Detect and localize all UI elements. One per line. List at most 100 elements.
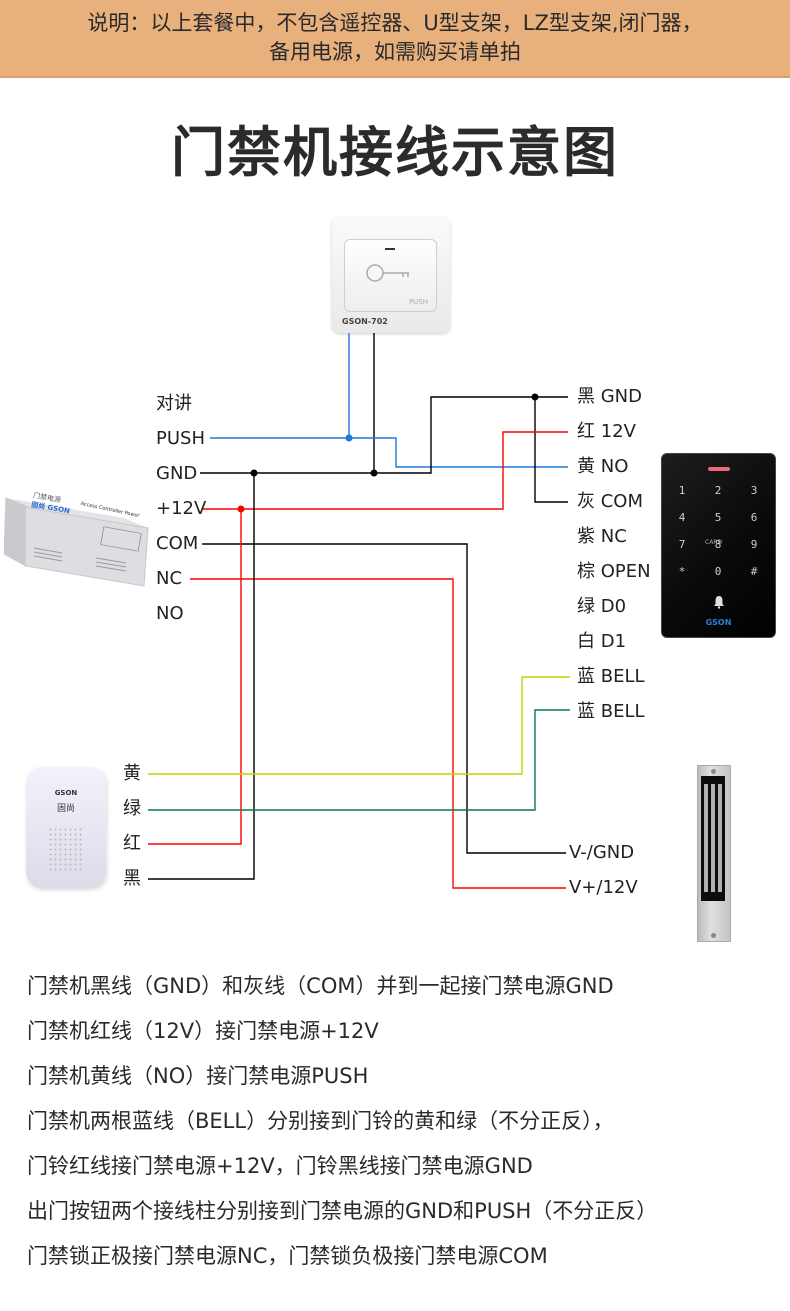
doorbell-brand-cn: 固尚 — [56, 804, 75, 814]
psu-terminal-push: PUSH — [156, 428, 205, 449]
lock-screw — [711, 769, 716, 774]
keypad-key: 6 — [750, 511, 758, 524]
doorbell-wire-yellow: 黄 — [123, 763, 141, 784]
wire-color: 紫 — [577, 526, 595, 547]
wire-color: 黄 — [577, 456, 595, 477]
bell-icon — [714, 596, 724, 609]
keypad-wire-label: 红 12V — [577, 421, 636, 443]
lock-magnet-core — [701, 776, 725, 901]
wire-signal: BELL — [600, 666, 645, 687]
psu-terminal-12v: +12V — [156, 498, 207, 519]
wire-signal: D0 — [600, 596, 627, 617]
keypad-key: 9 — [750, 538, 758, 551]
keypad-wire-label: 蓝 BELL — [577, 666, 645, 688]
wire-signal: NO — [600, 456, 629, 477]
keypad-brand: GSON — [705, 618, 732, 627]
access-keypad-device: 1 2 3 4 5 6 CARD 7 8 9 * 0 # GSON — [661, 453, 776, 638]
wire-color: 绿 — [577, 596, 595, 617]
wire-color: 棕 — [577, 561, 595, 582]
keypad-key: 0 — [714, 565, 722, 578]
wire-color: 黑 — [577, 386, 595, 407]
wire-12v-to-keypad — [202, 431, 568, 510]
wire-doorbell-red — [148, 509, 242, 845]
wire-gnd-to-keypad-gnd — [200, 396, 568, 474]
doorbell-device: GSON 固尚 — [26, 767, 106, 888]
junction-dot — [250, 469, 258, 477]
wire-com-to-lock-gnd — [202, 543, 566, 854]
keypad-key: 7 — [678, 538, 686, 551]
exit-button-plate: PUSH — [344, 239, 437, 312]
exit-button-push-label: PUSH — [408, 298, 428, 306]
notice-line-2: 备用电源，如需购买请单拍 — [269, 40, 521, 64]
psu-terminal-gnd: GND — [156, 463, 198, 484]
wire-doorbell-green — [148, 709, 570, 811]
note-line: 门铃红线接门禁电源+12V，门铃黑线接门禁电源GND — [27, 1154, 533, 1178]
page-title: 门禁机接线示意图 — [171, 121, 619, 184]
exit-button-device: PUSH GSON-702 — [332, 217, 450, 333]
note-line: 门禁机黑线（GND）和灰线（COM）并到一起接门禁电源GND — [27, 974, 614, 998]
keypad-card-reader-label: CARD — [705, 539, 723, 546]
wiring-notes: 门禁机黑线（GND）和灰线（COM）并到一起接门禁电源GND 门禁机红线（12V… — [27, 964, 657, 1279]
keypad-key: 8 — [714, 538, 722, 551]
wire-signal: OPEN — [600, 561, 651, 582]
junction-dot — [237, 505, 245, 513]
doorbell-wire-green: 绿 — [123, 798, 141, 819]
wire-nc-to-lock-12v — [190, 578, 566, 889]
doorbell-brand: GSON — [54, 789, 78, 797]
keypad-wire-label: 蓝 BELL — [577, 701, 645, 723]
psu-terminal-com: COM — [156, 533, 199, 554]
key-icon — [366, 264, 409, 282]
keypad-key: * — [678, 565, 686, 578]
keypad-key: # — [750, 565, 758, 578]
wiring-diagram — [148, 333, 570, 889]
wire-doorbell-yellow — [148, 676, 570, 775]
note-line: 门禁锁正极接门禁电源NC，门禁锁负极接门禁电源COM — [27, 1244, 548, 1268]
doorbell-wire-red: 红 — [123, 833, 141, 854]
wire-signal: COM — [600, 491, 644, 512]
wire-signal: D1 — [600, 631, 627, 652]
keypad-key: 2 — [714, 484, 722, 497]
junction-dot — [345, 434, 353, 442]
keypad-key: 1 — [678, 484, 686, 497]
wire-signal: GND — [600, 386, 643, 407]
doorbell-speaker-grille — [48, 827, 84, 872]
keypad-wire-label: 黄 NO — [577, 456, 628, 478]
exit-button-indicator — [385, 248, 395, 250]
power-supply-vents — [33, 547, 127, 572]
keypad-led — [708, 467, 730, 471]
wire-signal: NC — [600, 526, 627, 547]
wire-color: 红 — [577, 421, 595, 442]
keypad-wire-label: 白 D1 — [577, 631, 626, 653]
psu-terminal-intercom: 对讲 — [156, 393, 192, 414]
note-line: 门禁机黄线（NO）接门禁电源PUSH — [27, 1064, 369, 1088]
wire-color: 白 — [577, 631, 595, 652]
keypad-wire-label: 绿 D0 — [577, 596, 626, 618]
wire-color: 蓝 — [577, 666, 595, 687]
lock-terminal-12v: V+/12V — [569, 877, 638, 898]
keypad-wire-label: 棕 OPEN — [577, 561, 651, 583]
power-supply-device — [4, 497, 149, 587]
notice-line-1: 说明：以上套餐中，不包含遥控器、U型支架，LZ型支架,闭门器， — [87, 11, 703, 35]
lock-magnet-bar — [704, 784, 708, 892]
psu-terminal-no: NO — [156, 603, 184, 624]
keypad-key: 3 — [750, 484, 758, 497]
note-line: 门禁机红线（12V）接门禁电源+12V — [27, 1019, 379, 1043]
exit-button-model: GSON-702 — [342, 317, 388, 326]
psu-terminal-nc: NC — [156, 568, 183, 589]
wire-color: 灰 — [577, 491, 595, 512]
lock-magnet-bar — [711, 784, 715, 892]
note-line: 出门按钮两个接线柱分别接到门禁电源的GND和PUSH（不分正反） — [27, 1199, 658, 1223]
wire-color: 蓝 — [577, 701, 595, 722]
lock-terminal-gnd: V-/GND — [569, 842, 635, 863]
junction-dot — [370, 469, 378, 477]
lock-magnet-bar — [718, 784, 722, 892]
keypad-wire-label: 灰 COM — [577, 491, 643, 513]
wire-doorbell-black — [148, 473, 255, 880]
keypad-key: 4 — [678, 511, 686, 524]
note-line: 门禁机两根蓝线（BELL）分别接到门铃的黄和绿（不分正反）， — [27, 1109, 614, 1133]
junction-dot — [531, 393, 539, 401]
keypad-wire-label: 黑 GND — [577, 386, 642, 408]
wire-signal: BELL — [600, 701, 645, 722]
wire-push-to-keypad-no — [210, 437, 568, 468]
wire-keypad-com — [534, 397, 568, 503]
